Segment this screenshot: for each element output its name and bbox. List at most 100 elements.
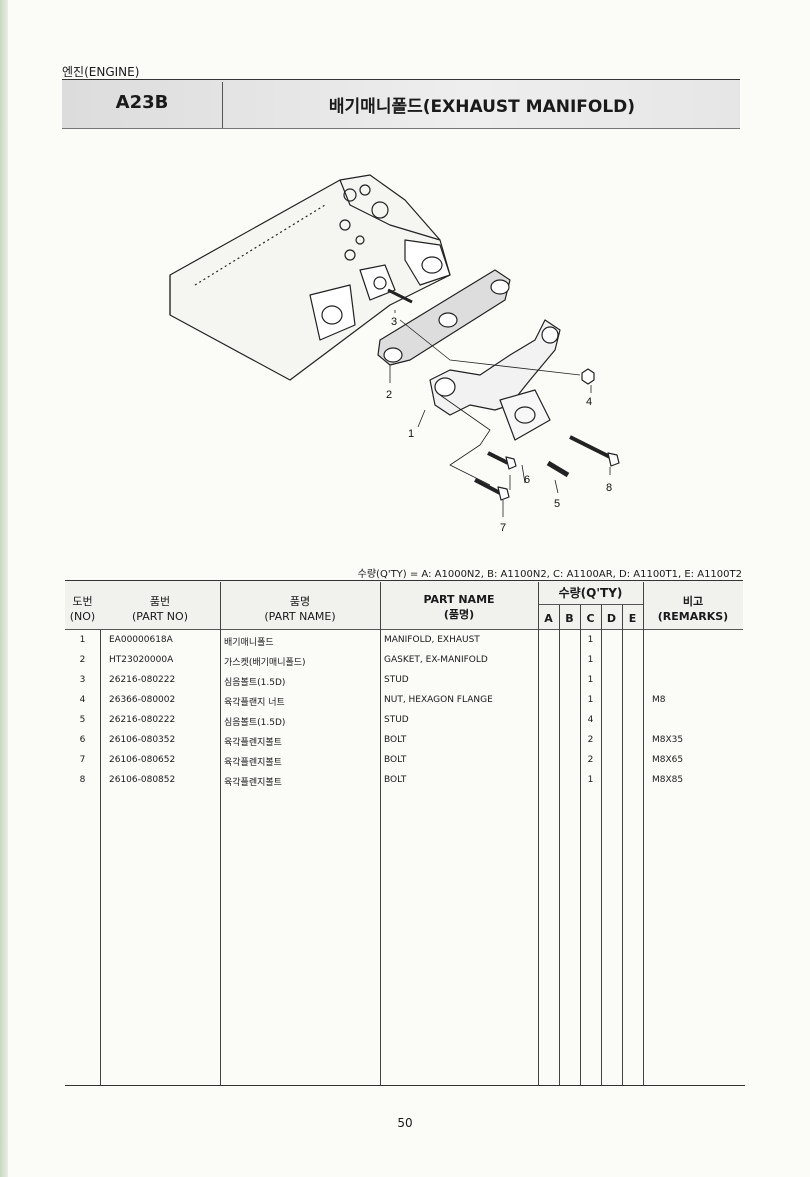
cell-no: 2	[79, 655, 86, 665]
bolt-part-8	[569, 435, 611, 459]
quantity-legend: 수량(Q'TY) = A: A1000N2, B: A1100N2, C: A1…	[357, 569, 742, 580]
table-row: 2 HT23020000A 가스켓(배기매니폴드) GASKET, EX-MAN…	[65, 651, 743, 671]
table-header-background	[65, 581, 743, 629]
qty-sub-rule	[538, 604, 643, 605]
cell-name-en: GASKET, EX-MANIFOLD	[384, 655, 488, 665]
page-title: 배기매니폴드(EXHAUST MANIFOLD)	[328, 97, 636, 117]
cell-name-ko: 육각플랜지 너트	[224, 698, 285, 708]
table-row: 4 26366-080002 육각플랜지 너트 NUT, HEXAGON FLA…	[65, 691, 743, 711]
cell-no: 5	[79, 715, 86, 725]
callout-6: 6	[524, 474, 530, 486]
stud-part-5	[546, 460, 570, 478]
cell-name-ko: 배기매니폴드	[224, 638, 274, 648]
callout-3: 3	[391, 316, 397, 328]
header-band	[62, 80, 740, 128]
cell-qty-c: 1	[587, 655, 594, 665]
col-header-remarks: 비고(REMARKS)	[657, 595, 729, 623]
cell-qty-c: 4	[587, 715, 594, 725]
cell-qty-c: 1	[587, 695, 594, 705]
col-divider	[601, 605, 602, 1086]
bolt-part-7	[474, 478, 501, 495]
callout-4: 4	[586, 396, 592, 408]
table-row: 1 EA00000618A 배기매니폴드 MANIFOLD, EXHAUST 1	[65, 631, 743, 651]
page-number: 50	[397, 1116, 413, 1130]
cell-name-ko: 가스켓(배기매니폴드)	[224, 658, 306, 668]
cell-no: 8	[79, 775, 86, 785]
qty-col-d: D	[606, 612, 617, 625]
cell-name-ko: 심음볼트(1.5D)	[224, 678, 286, 688]
callout-1: 1	[408, 428, 414, 440]
qty-col-e: E	[628, 612, 637, 625]
cell-name-ko: 육각플렌지볼트	[224, 738, 282, 748]
header-divider	[222, 82, 223, 128]
table-row: 5 26216-080222 심음볼트(1.5D) STUD 4	[65, 711, 743, 731]
col-header-part-name-en: PART NAME(품명)	[423, 593, 495, 621]
cell-qty-c: 1	[587, 675, 594, 685]
cell-name-en: STUD	[384, 675, 409, 685]
cell-remarks: M8X35	[652, 735, 684, 745]
header-bottom-rule	[62, 128, 740, 129]
col-divider	[538, 582, 539, 1086]
cell-qty-c: 2	[587, 755, 594, 765]
col-divider	[622, 605, 623, 1086]
col-header-part-name-ko: 품명(PART NAME)	[264, 595, 336, 623]
cell-remarks: M8X85	[652, 775, 684, 785]
col-divider	[643, 582, 644, 1086]
stud-part-3	[387, 288, 413, 304]
exploded-diagram: 3 2 1 4 6 5 8 7	[169, 174, 620, 534]
cell-remarks: M8X65	[652, 755, 684, 765]
cell-name-en: MANIFOLD, EXHAUST	[384, 635, 480, 645]
cell-part-no: 26216-080222	[109, 675, 176, 685]
table-row: 6 26106-080352 육각플렌지볼트 BOLT 2 M8X35	[65, 731, 743, 751]
cell-name-en: BOLT	[384, 735, 407, 745]
cell-part-no: HT23020000A	[109, 655, 174, 665]
cell-part-no: 26216-080222	[109, 715, 176, 725]
cell-no: 4	[79, 695, 86, 705]
col-divider	[580, 605, 581, 1086]
cell-no: 7	[79, 755, 86, 765]
nut-part-4	[581, 368, 595, 385]
cell-name-en: STUD	[384, 715, 409, 725]
cell-qty-c: 1	[587, 775, 594, 785]
cell-part-no: 26366-080002	[109, 695, 176, 705]
cell-qty-c: 2	[587, 735, 594, 745]
table-top-rule	[65, 580, 743, 581]
col-divider	[220, 582, 221, 1086]
callout-2: 2	[386, 389, 392, 401]
section-label: 엔진(ENGINE)	[62, 65, 140, 79]
qty-col-a: A	[544, 612, 553, 625]
cell-name-en: NUT, HEXAGON FLANGE	[384, 695, 493, 705]
col-divider	[380, 582, 381, 1086]
col-header-no: 도번(NO)	[69, 595, 96, 623]
col-divider	[559, 605, 560, 1086]
cell-name-ko: 심음볼트(1.5D)	[224, 718, 286, 728]
col-divider	[100, 630, 101, 1086]
cell-remarks: M8	[652, 695, 666, 705]
manifold-flange	[499, 389, 551, 441]
cell-name-ko: 육각플렌지볼트	[224, 758, 282, 768]
cell-no: 3	[79, 675, 86, 685]
cell-part-no: EA00000618A	[109, 635, 173, 645]
cell-no: 1	[79, 635, 86, 645]
cell-qty-c: 1	[587, 635, 594, 645]
qty-col-c: C	[586, 612, 595, 625]
cell-part-no: 26106-080852	[109, 775, 176, 785]
exhaust-port-upper	[404, 239, 451, 286]
cell-name-ko: 육각플렌지볼트	[224, 778, 282, 788]
table-row: 8 26106-080852 육각플렌지볼트 BOLT 1 M8X85	[65, 771, 743, 791]
exhaust-port-lower	[309, 284, 356, 341]
col-header-part-no: 품번(PART NO)	[132, 595, 188, 623]
cell-part-no: 26106-080352	[109, 735, 176, 745]
col-header-qty: 수량(Q'TY)	[558, 586, 623, 600]
cell-no: 6	[79, 735, 86, 745]
callout-7: 7	[500, 522, 506, 534]
model-code: A23B	[115, 92, 169, 113]
cell-name-en: BOLT	[384, 755, 407, 765]
header-rule	[62, 79, 740, 80]
page-binding-edge	[0, 0, 8, 1177]
parts-table-body: 1 EA00000618A 배기매니폴드 MANIFOLD, EXHAUST 1…	[65, 631, 743, 791]
qty-col-b: B	[565, 612, 574, 625]
table-row: 7 26106-080652 육각플렌지볼트 BOLT 2 M8X65	[65, 751, 743, 771]
callout-5: 5	[554, 498, 560, 510]
manifold-part	[429, 319, 561, 416]
